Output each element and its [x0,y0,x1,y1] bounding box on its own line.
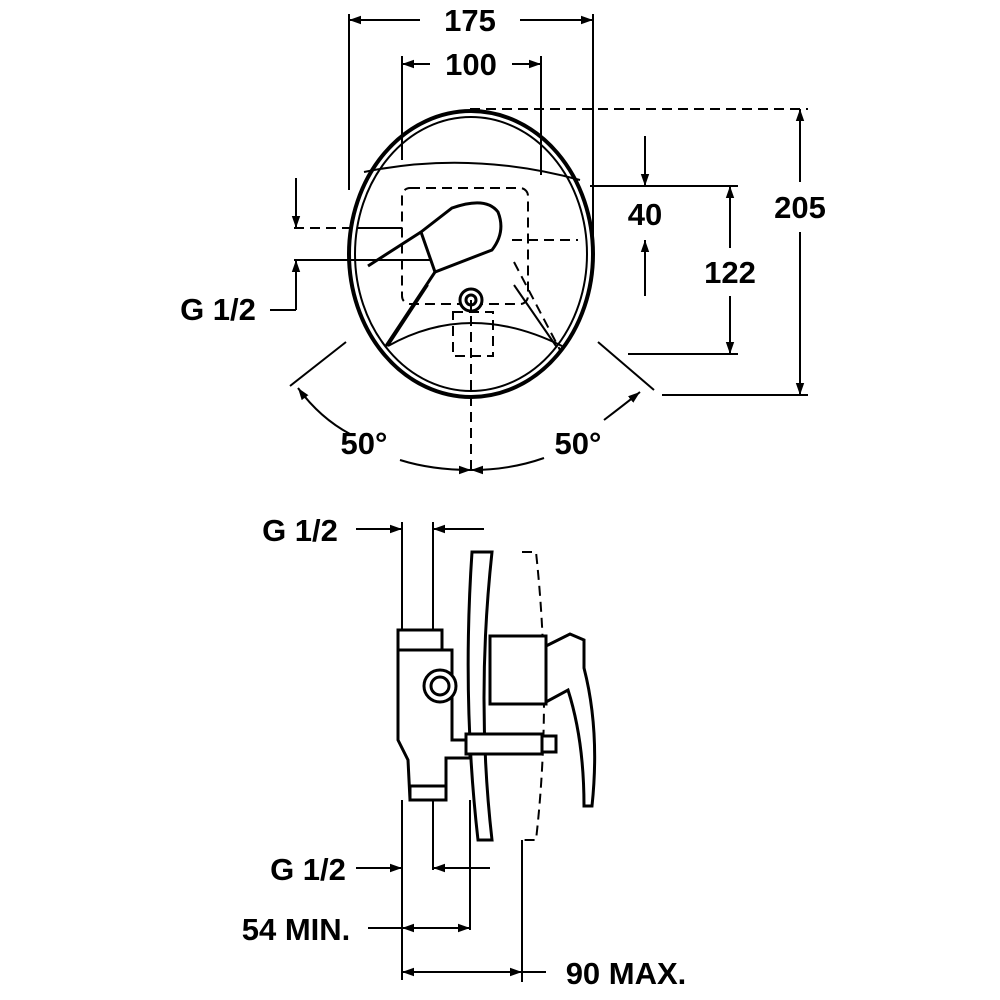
front-view [347,109,595,470]
side-view [396,522,597,870]
dim-100-label: 100 [445,47,497,82]
side-labels: G 1/2 G 1/2 54 MIN. 90 MAX. [242,513,687,991]
connection-label-front: G 1/2 [180,292,256,327]
angle-left-label: 50° [341,426,388,461]
dim-122-label: 122 [704,255,756,290]
depth-max-label: 90 MAX. [566,956,687,991]
valve-body [396,628,472,802]
dim-175-label: 175 [444,3,496,38]
side-diverter-knob [422,668,458,704]
lever-handle [367,201,503,347]
wall-plate-profile [466,550,494,842]
front-labels: 175 100 205 122 40 G 1/2 50° 50° [180,3,826,461]
diverter-stem [464,732,558,756]
side-dimensions [356,524,546,982]
connection-top-label: G 1/2 [262,513,338,548]
swing-lines [387,284,557,347]
connection-bottom-label: G 1/2 [270,852,346,887]
front-dimensions [270,14,808,475]
supply-pipes [401,522,434,870]
dim-40-label: 40 [628,197,662,232]
angle-right-label: 50° [555,426,602,461]
dim-205-label: 205 [774,190,826,225]
depth-min-label: 54 MIN. [242,912,351,947]
side-lever-handle [488,632,597,808]
